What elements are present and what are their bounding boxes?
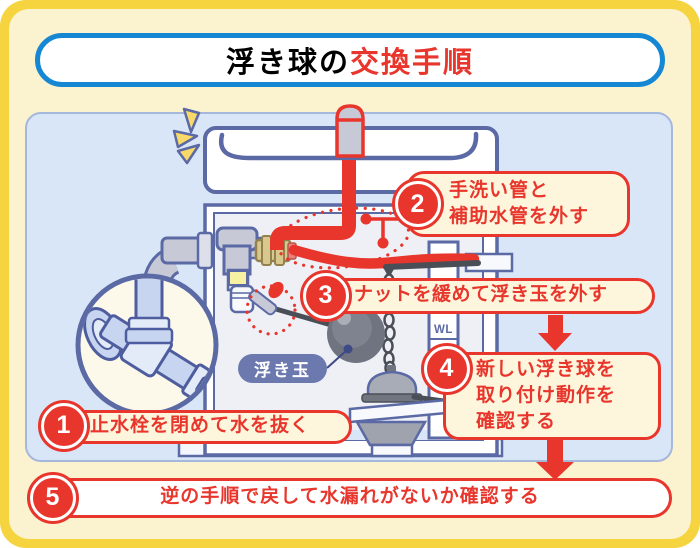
aux-water-pipe-red	[288, 244, 480, 269]
step-3-callout: 3 ナットを緩めて浮き玉を外す	[299, 269, 655, 322]
down-arrow-icon-3-4	[538, 315, 572, 351]
step-2-text: 手洗い管と 補助水管を外す	[449, 180, 590, 227]
sparkle-icon	[172, 107, 201, 165]
shutoff-valve-inset	[75, 273, 219, 417]
step-4-number: 4	[420, 342, 473, 395]
step-1-number: 1	[37, 399, 90, 452]
down-arrow-icon-4-5	[536, 440, 574, 480]
step-3-text: ナットを緩めて浮き玉を外す	[354, 284, 608, 305]
step-5-number: 5	[26, 471, 79, 524]
step-3-number: 3	[299, 269, 352, 322]
step-2-callout: 2 手洗い管と 補助水管を外す	[391, 171, 630, 237]
highlight-ellipse-dotted	[275, 206, 411, 270]
float-ball-label: 浮き玉	[238, 354, 327, 383]
step-1-callout: 1 止水栓を閉めて水を抜く	[37, 399, 352, 452]
step-2-number: 2	[391, 178, 444, 230]
title-banner: 浮き球の交換手順	[35, 33, 665, 87]
step-4-text: 新しい浮き球を 取り付け動作を 確認する	[476, 359, 617, 432]
step-5-text: 逆の手順で戻して水漏れがないか確認する	[160, 486, 540, 507]
float-ball	[327, 305, 385, 363]
step-1-text: 止水栓を閉めて水を抜く	[90, 415, 311, 436]
handwash-spout	[335, 104, 365, 158]
step-4-callout: 4 新しい浮き球を 取り付け動作を 確認する	[420, 342, 661, 440]
title-part-blue: 浮き球の	[225, 47, 350, 79]
title-part-red: 交換手順	[350, 47, 475, 79]
handwash-pipe-red	[270, 160, 356, 250]
step-5-callout: 5 逆の手順で戻して水漏れがないか確認する	[26, 471, 672, 524]
highlight-circle-dotted	[245, 284, 297, 336]
water-level-label: WL	[434, 324, 453, 336]
float-ball-connector	[326, 349, 348, 369]
drain-valve	[348, 396, 470, 458]
